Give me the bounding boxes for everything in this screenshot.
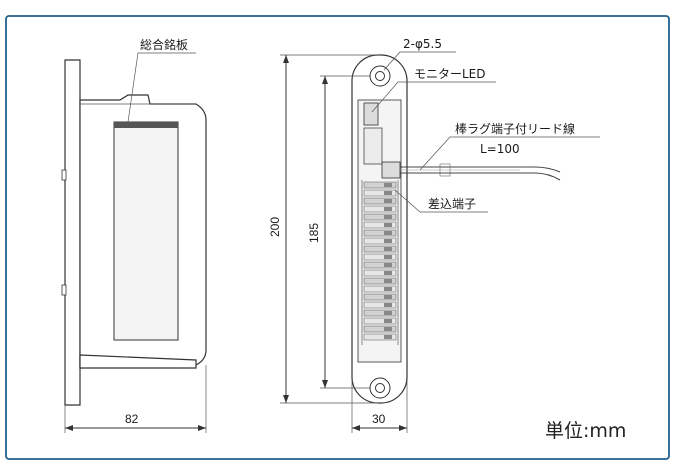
terminal-slot — [363, 205, 397, 213]
terminal-slot — [363, 261, 397, 269]
terminal-screw — [384, 279, 392, 283]
terminal-screw — [384, 239, 392, 243]
terminal-slot — [363, 309, 397, 317]
terminal-screw — [384, 231, 392, 235]
depth-dimension: 82 — [125, 412, 139, 426]
lead-wire-upper — [400, 166, 561, 173]
terminal-slot — [363, 237, 397, 245]
pitch-dimension: 185 — [307, 223, 321, 243]
terminal-slot — [363, 325, 397, 333]
terminal-screw — [384, 223, 392, 227]
drawing-frame — [5, 15, 670, 460]
terminal-strip — [363, 181, 397, 341]
flange-tab-bottom — [61, 284, 67, 296]
terminal-screw — [384, 335, 392, 339]
terminal-slot — [363, 285, 397, 293]
terminal-slot — [363, 277, 397, 285]
side-view: 総合銘板 82 — [61, 37, 207, 433]
terminal-screw — [384, 311, 392, 315]
terminal-leader — [394, 189, 488, 213]
side-base — [79, 354, 197, 369]
terminal-screw — [384, 263, 392, 267]
terminal-screw — [384, 247, 392, 251]
flange-tab-top — [61, 169, 67, 181]
lead-wire-exit — [381, 161, 401, 179]
lead-length-label: L=100 — [480, 142, 520, 156]
terminal-label: 差込端子 — [428, 197, 476, 211]
monitor-led-label: モニターLED — [414, 67, 486, 81]
terminal-slot — [363, 333, 397, 341]
monitor-led-leader — [371, 81, 496, 113]
lead-wire-leader — [419, 136, 600, 171]
terminal-screw — [384, 319, 392, 323]
terminal-screw — [384, 287, 392, 291]
total-height-dimension: 200 — [268, 217, 282, 237]
terminal-screw — [384, 295, 392, 299]
nameplate-leader — [127, 52, 196, 123]
terminal-slot — [363, 197, 397, 205]
terminal-slot — [363, 269, 397, 277]
front-view: 2-φ5.5 モニターLED 棒ラグ端子付リード線 L=100 差込端子 200… — [268, 37, 600, 433]
terminal-screw — [384, 327, 392, 331]
terminal-slot — [363, 189, 397, 197]
terminal-screw — [384, 199, 392, 203]
terminal-screw — [384, 191, 392, 195]
terminal-screw — [384, 183, 392, 187]
lead-wire-lower — [400, 172, 561, 181]
unit-label: 単位:mm — [545, 420, 626, 442]
terminal-slot — [363, 317, 397, 325]
terminal-slot — [363, 245, 397, 253]
terminal-screw — [384, 271, 392, 275]
holes-leader — [383, 51, 456, 71]
terminal-screw — [384, 255, 392, 259]
terminal-slot — [363, 253, 397, 261]
holes-label: 2-φ5.5 — [403, 37, 442, 51]
terminal-slot — [363, 229, 397, 237]
width-dimension: 30 — [372, 412, 386, 426]
terminal-slot — [363, 293, 397, 301]
terminal-slot — [363, 181, 397, 189]
nameplate — [113, 121, 179, 341]
monitor-led — [363, 102, 379, 126]
terminal-screw — [384, 303, 392, 307]
nameplate-label: 総合銘板 — [140, 37, 188, 52]
lead-wire-label: 棒ラグ端子付リード線 — [455, 121, 575, 136]
terminal-slot — [363, 221, 397, 229]
terminal-screw — [384, 215, 392, 219]
terminal-screw — [384, 207, 392, 211]
terminal-slot — [363, 301, 397, 309]
mounting-flange — [64, 59, 81, 406]
terminal-slot — [363, 213, 397, 221]
